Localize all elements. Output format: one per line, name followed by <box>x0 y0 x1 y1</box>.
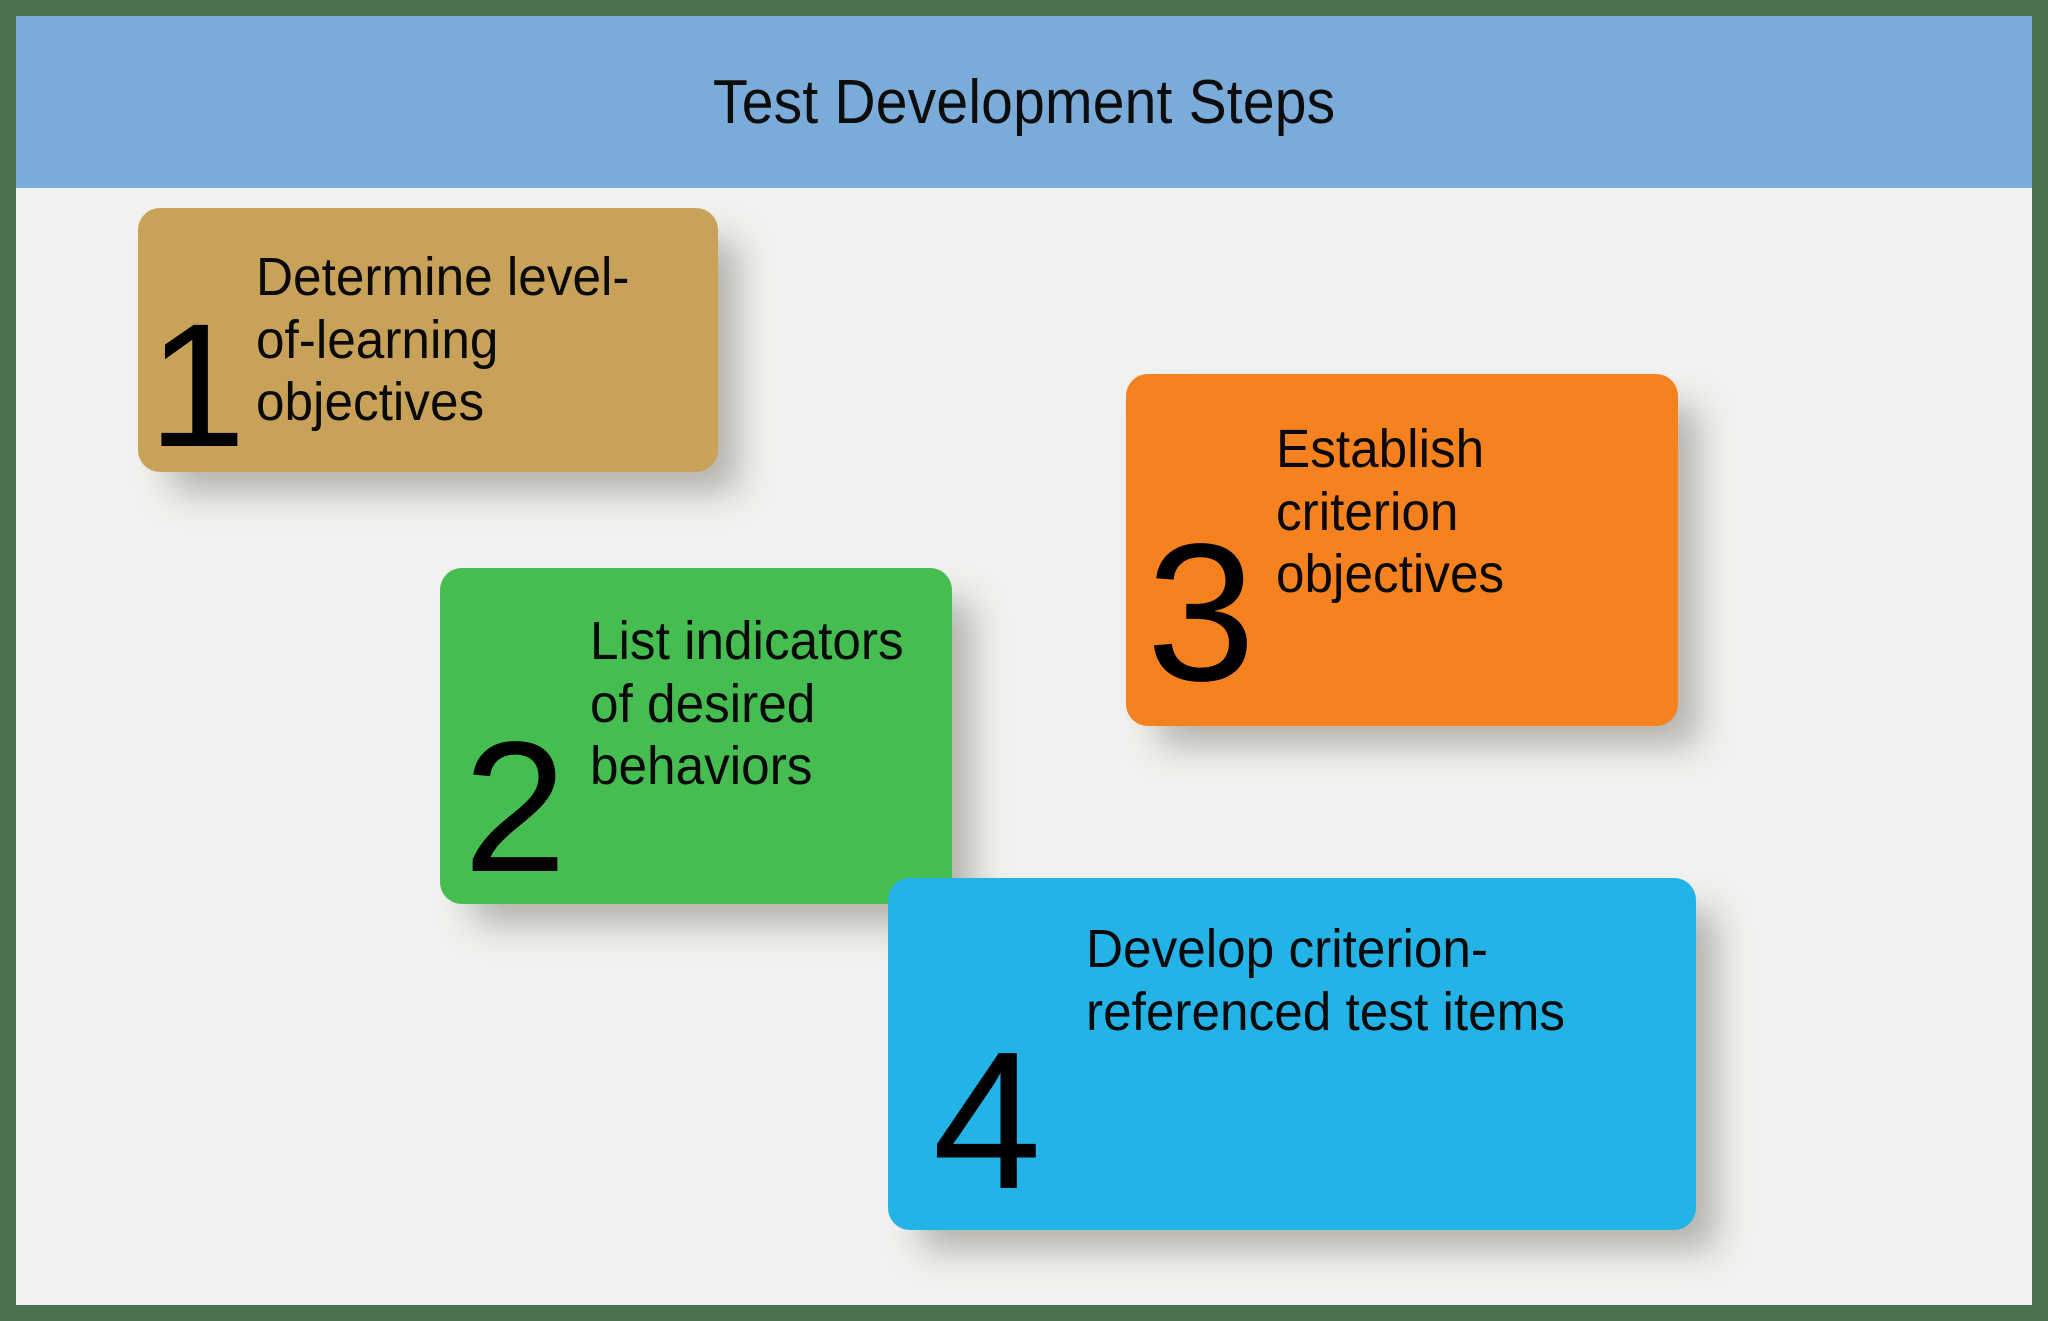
title-bar: Test Development Steps <box>16 16 2032 188</box>
step-label-4: Develop criterion-referenced test items <box>1086 919 1566 1042</box>
page-title: Test Development Steps <box>712 67 1336 137</box>
step-number-3: 3 <box>1146 503 1256 723</box>
step-label-1: Determine level-of-learning objectives <box>256 247 630 433</box>
step-number-1: 1 <box>148 287 246 484</box>
steps-canvas: 1 Determine level-of-learning objectives… <box>16 188 2032 1305</box>
step-card-2[interactable]: 2 List indicators of desired behaviors <box>440 568 952 904</box>
step-label-3: Establish criterion objectives <box>1276 419 1505 605</box>
step-label-2: List indicators of desired behaviors <box>590 611 904 797</box>
step-number-4: 4 <box>932 1011 1042 1231</box>
step-card-1[interactable]: 1 Determine level-of-learning objectives <box>138 208 718 484</box>
step-card-4[interactable]: 4 Develop criterion-referenced test item… <box>888 878 1696 1230</box>
step-card-3[interactable]: 3 Establish criterion objectives <box>1126 374 1678 726</box>
step-number-2: 2 <box>463 704 567 912</box>
